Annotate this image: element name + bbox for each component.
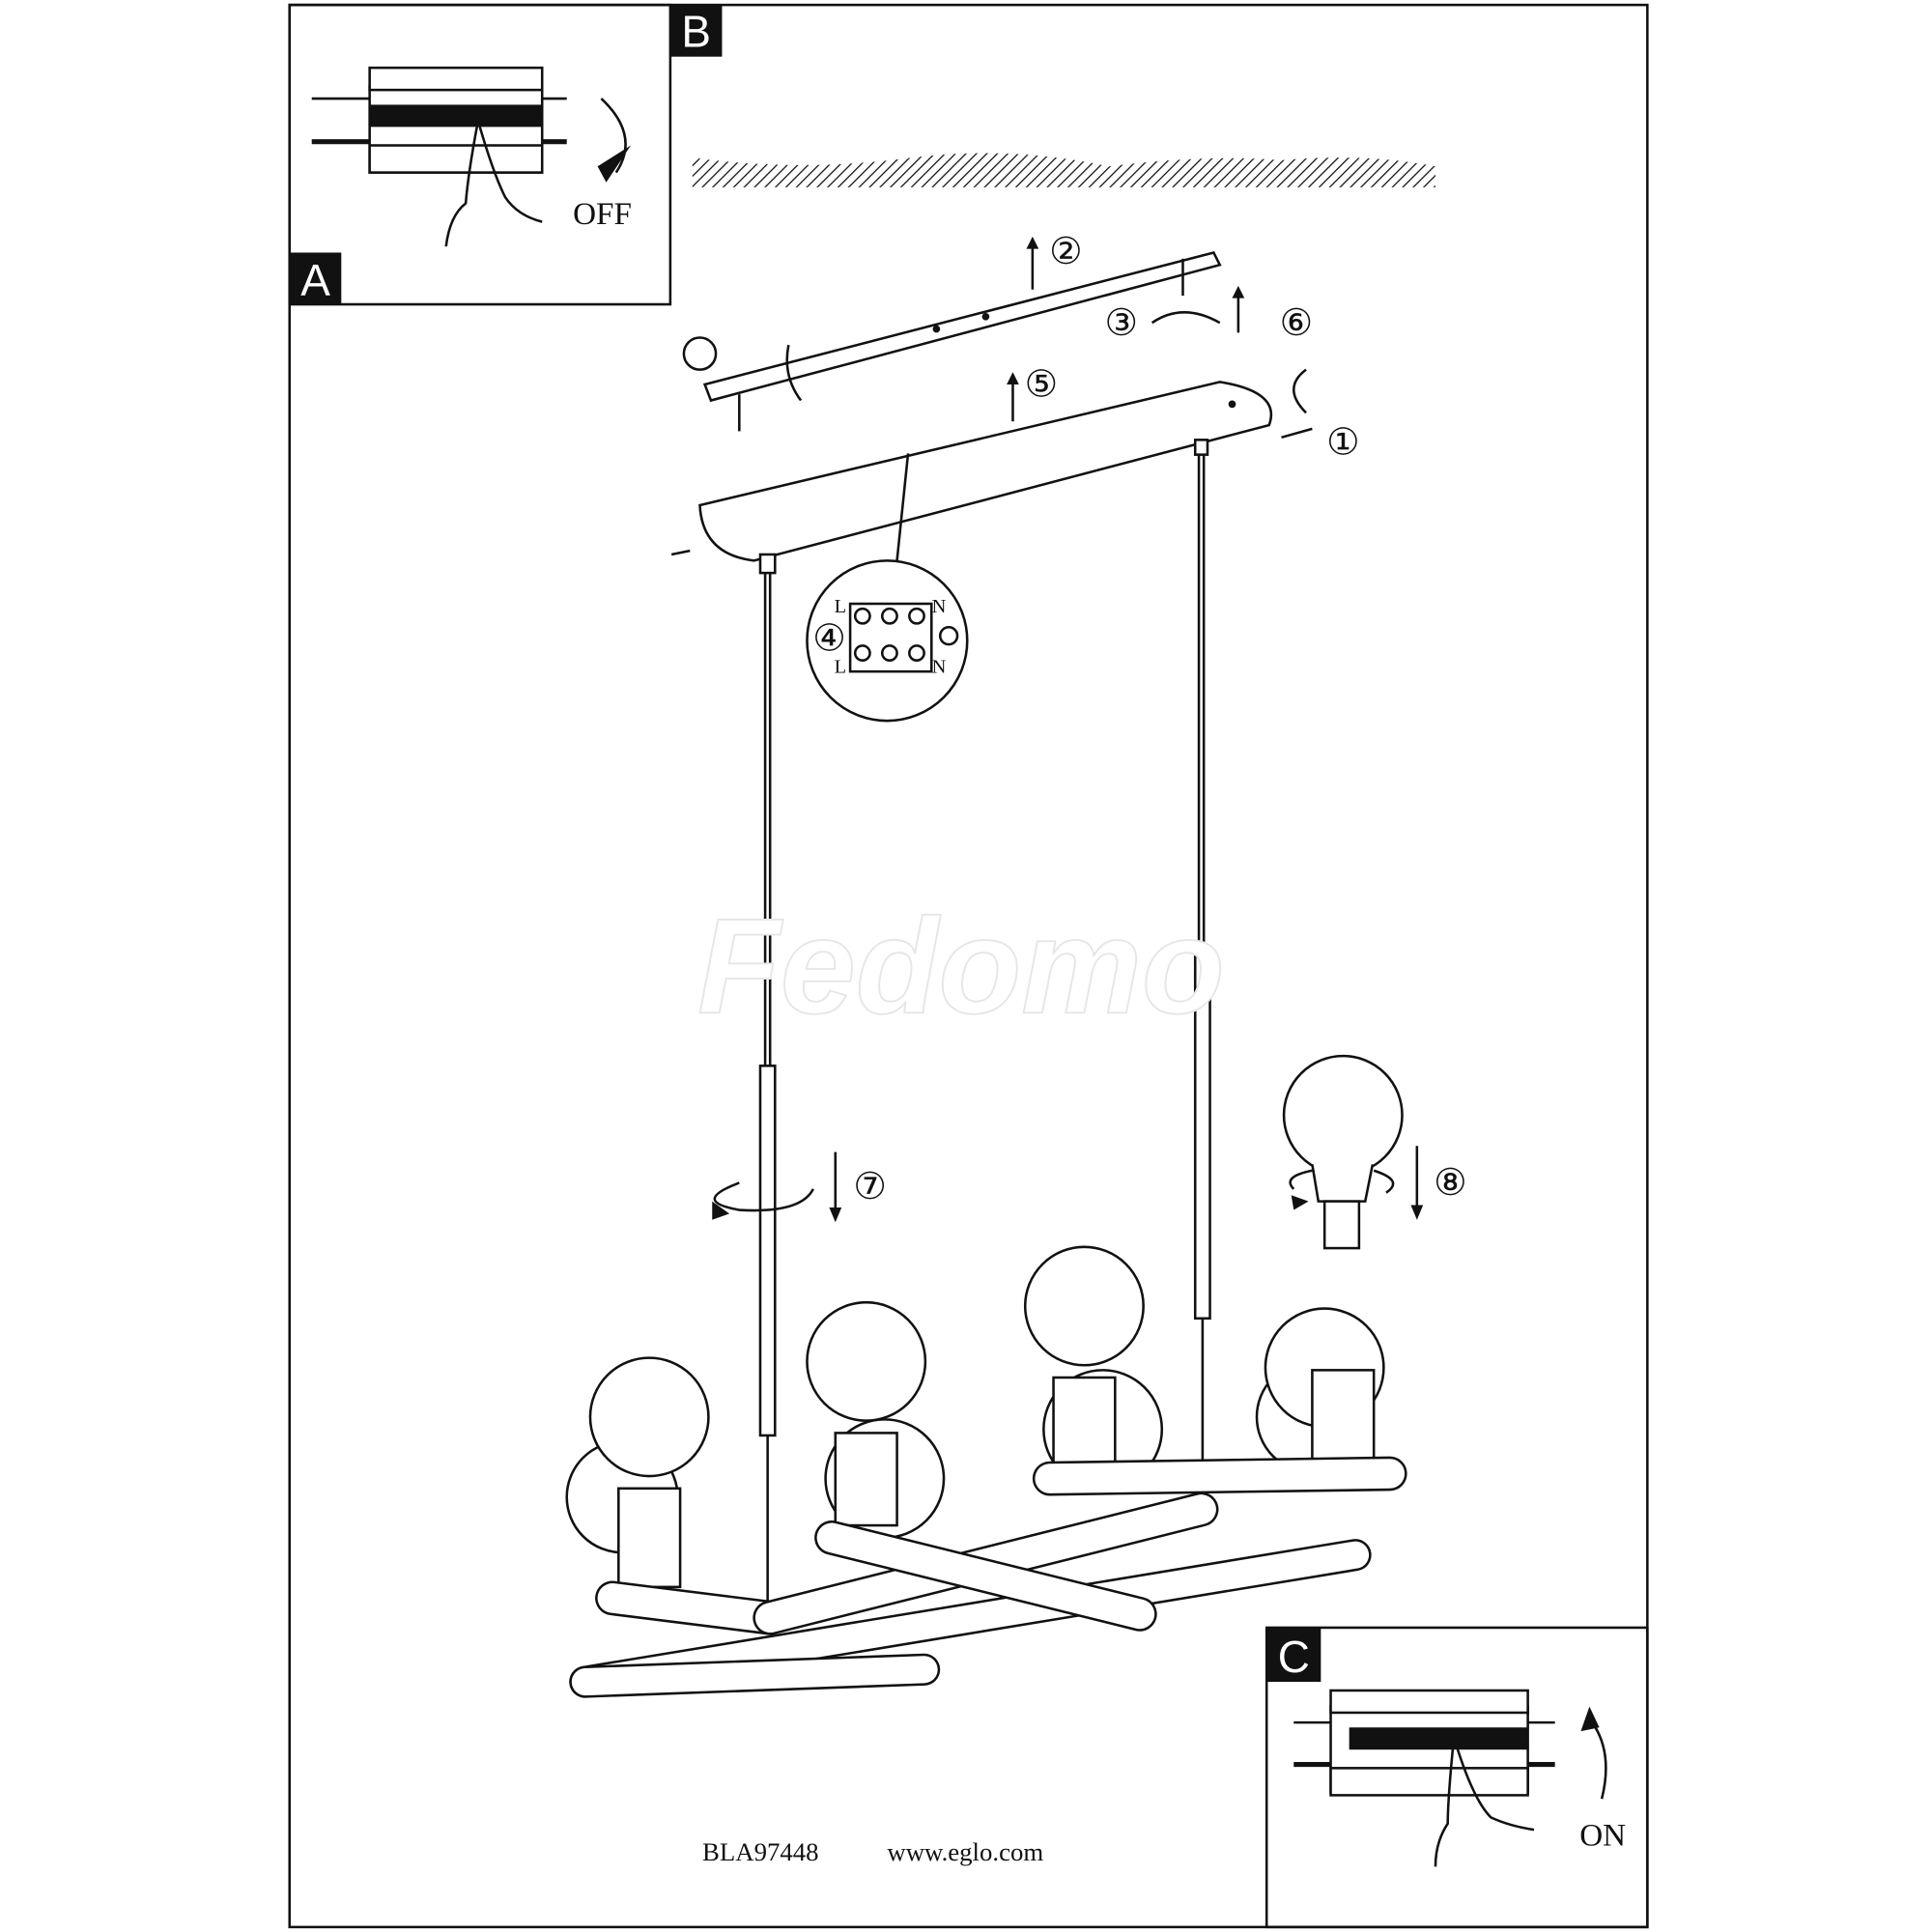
panel-c-label: C: [1278, 1632, 1310, 1682]
panel-a-label: A: [300, 255, 330, 305]
website-link: www.eglo.com: [887, 1837, 1043, 1866]
panel-breaker-off: OFF: [288, 3, 672, 306]
ceiling-hatch: [692, 153, 1435, 187]
hand-icon: [444, 120, 543, 247]
svg-text:N: N: [932, 596, 947, 617]
screw-icon: [670, 549, 691, 556]
mounting-bracket: [682, 250, 1222, 432]
watermark: Fedomo: [697, 890, 1225, 1041]
step-8-label: ⑧: [1434, 1163, 1466, 1204]
panel-breaker-on: ON: [1264, 1626, 1649, 1929]
step-6-label: ⑥: [1280, 303, 1313, 344]
svg-text:N: N: [932, 656, 947, 677]
step-2-label: ②: [1049, 232, 1082, 272]
rotate-arrow-icon: [713, 1181, 814, 1212]
step-7-label: ⑦: [853, 1167, 886, 1208]
screwdriver-icon: [682, 336, 718, 371]
chandelier-fixture: [565, 1245, 1407, 1698]
panel-a-badge: [289, 252, 342, 305]
rotate-arrow-icon: [1151, 311, 1221, 325]
hand-icon: [1434, 1737, 1535, 1867]
page-frame: [288, 3, 1649, 1929]
bulb-icon: [1282, 1054, 1404, 1250]
panel-b-label: B: [681, 6, 711, 56]
breaker-box-icon: [1293, 1689, 1555, 1797]
svg-text:L: L: [835, 596, 846, 617]
svg-text:L: L: [835, 656, 846, 677]
step-4-label: ④: [812, 618, 845, 659]
ceiling-canopy: [670, 381, 1273, 562]
step-1-label: ①: [1326, 423, 1359, 464]
step-3-label: ③: [1105, 303, 1138, 344]
suspension-cables: [758, 439, 1211, 1603]
arrow-up-icon: [1588, 1718, 1607, 1800]
switch-off-label: OFF: [573, 196, 632, 232]
ground-icon: [938, 625, 959, 646]
cable-icon: [785, 344, 803, 402]
terminal-block-detail: L L N N: [806, 559, 969, 723]
panel-c-badge: [1266, 1627, 1321, 1683]
model-number: BLA97448: [702, 1837, 818, 1866]
arrow-down-icon: [600, 98, 627, 174]
step-5-label: ⑤: [1025, 365, 1058, 406]
switch-on-label: ON: [1579, 1818, 1626, 1854]
panel-b-badge: [669, 5, 723, 57]
breaker-box-icon: [311, 66, 567, 174]
